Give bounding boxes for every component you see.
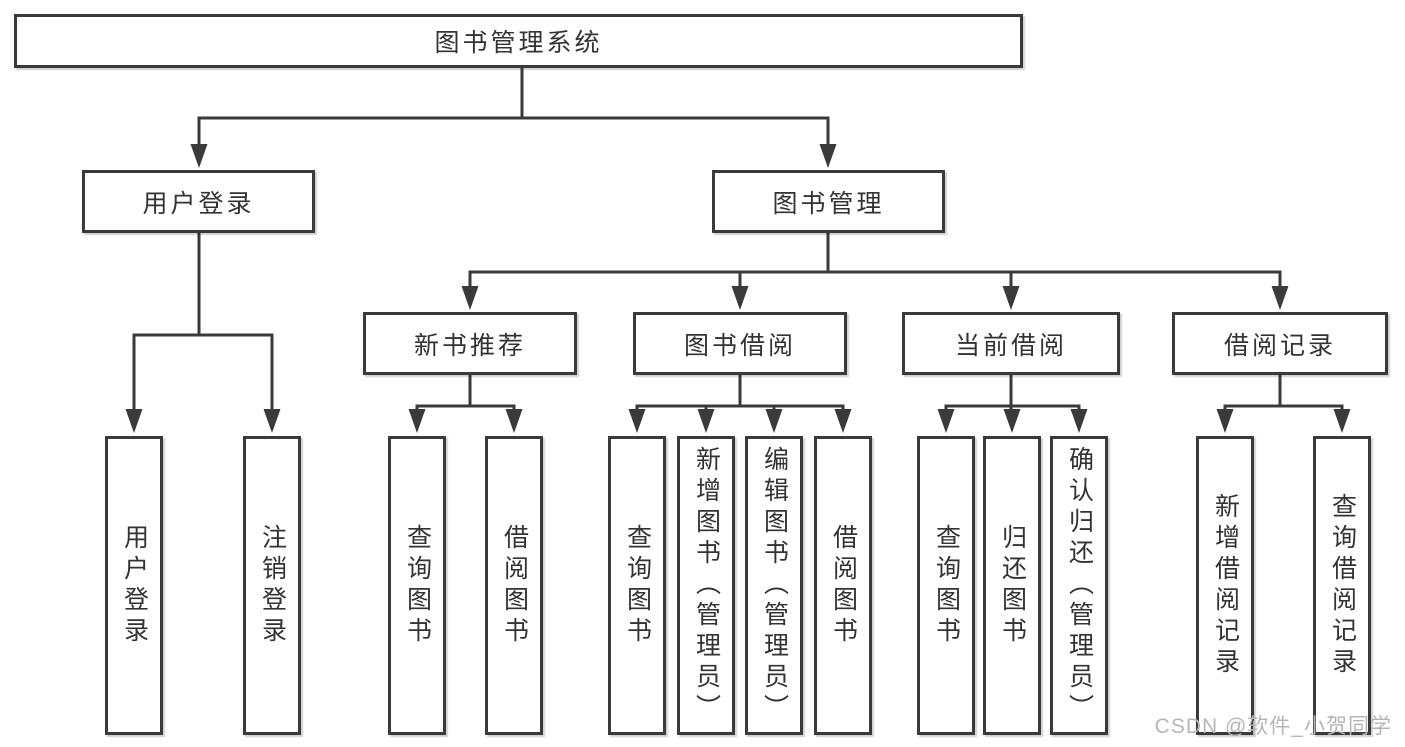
node-root-system: 图书管理系统 xyxy=(14,14,1023,68)
leaf-borrow-books: 借阅图书 xyxy=(814,436,872,735)
node-book-borrow: 图书借阅 xyxy=(633,312,847,375)
leaf-edit-book-admin: 编辑图书（管理员） xyxy=(745,436,803,735)
csdn-watermark: CSDN @软件_小贺同学 xyxy=(1154,715,1392,738)
node-current-borrow: 当前借阅 xyxy=(902,312,1120,375)
node-user-login: 用户登录 xyxy=(82,170,315,233)
leaf-borrow-books-recommend: 借阅图书 xyxy=(485,436,543,735)
leaf-query-books-current: 查询图书 xyxy=(917,436,975,735)
leaf-add-borrow-record: 新增借阅记录 xyxy=(1196,436,1254,735)
leaf-query-books-recommend: 查询图书 xyxy=(388,436,446,735)
leaf-logout: 注销登录 xyxy=(243,436,301,735)
leaf-add-book-admin: 新增图书（管理员） xyxy=(677,436,735,735)
leaf-return-book: 归还图书 xyxy=(983,436,1041,735)
node-book-management: 图书管理 xyxy=(712,170,945,233)
leaf-user-login: 用户登录 xyxy=(105,436,163,735)
leaf-query-borrow-record: 查询借阅记录 xyxy=(1313,436,1371,735)
leaf-query-books-borrow: 查询图书 xyxy=(608,436,666,735)
node-new-book-recommend: 新书推荐 xyxy=(363,312,577,375)
leaf-confirm-return-admin: 确认归还（管理员） xyxy=(1050,436,1108,735)
node-borrow-records: 借阅记录 xyxy=(1172,312,1388,375)
